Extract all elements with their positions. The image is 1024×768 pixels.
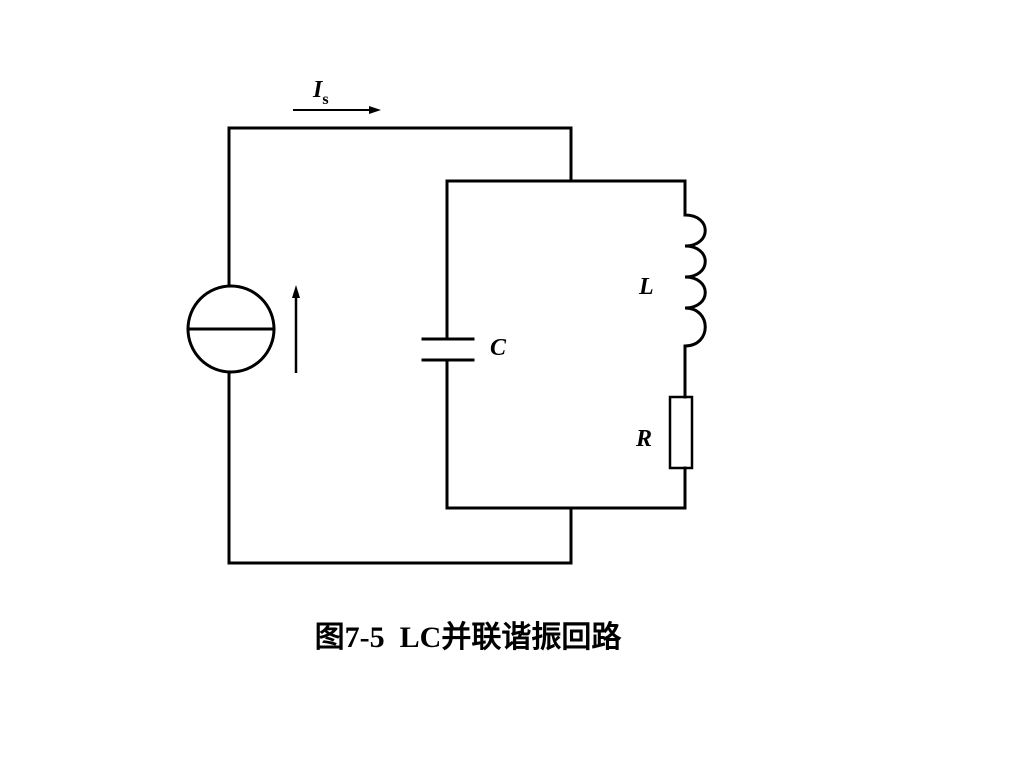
capacitor: [421, 337, 475, 362]
outer-loop-wires: [227, 126, 573, 565]
inner-loop-wires: [445, 179, 687, 510]
resistor-label: R: [635, 426, 652, 452]
figure-caption: 图7-5 LC并联谐振回路: [314, 621, 622, 654]
inductor-coil: [683, 213, 707, 348]
inner-bottom-wire: [445, 358, 687, 510]
source-direction-arrow-icon: [292, 285, 300, 373]
inner-top-left-wire: [445, 179, 687, 340]
source-current-label: Is: [312, 77, 329, 108]
capacitor-label: C: [490, 335, 507, 361]
outer-bottom-wire: [227, 370, 573, 565]
outer-top-wire: [227, 126, 573, 288]
current-source: [186, 284, 276, 374]
inductor-label: L: [638, 274, 654, 300]
resistor-body: [668, 395, 694, 470]
current-arrow-icon: [293, 106, 381, 114]
